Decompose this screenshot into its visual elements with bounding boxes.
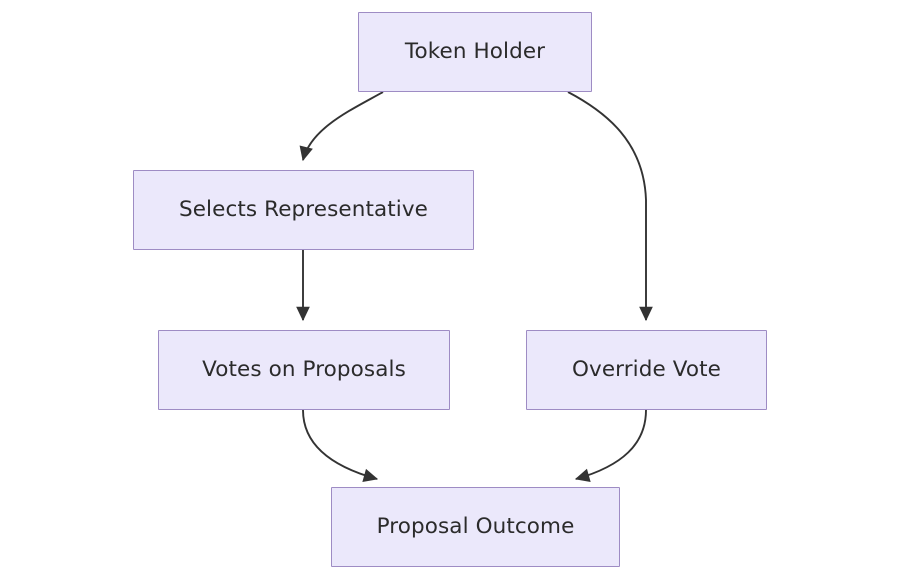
node-proposal-outcome-label: Proposal Outcome (376, 514, 575, 540)
edge-token-holder-to-override-vote (567, 91, 653, 322)
edge-votes-on-proposals-to-outcome (302, 409, 379, 483)
node-selects-representative[interactable]: Selects Representative (133, 170, 474, 250)
node-selects-representative-label: Selects Representative (178, 197, 429, 223)
node-votes-on-proposals-label: Votes on Proposals (202, 357, 406, 383)
node-token-holder-label: Token Holder (404, 39, 546, 65)
node-override-vote[interactable]: Override Vote (526, 330, 767, 410)
node-proposal-outcome[interactable]: Proposal Outcome (331, 487, 620, 567)
node-override-vote-label: Override Vote (571, 357, 721, 383)
node-token-holder[interactable]: Token Holder (358, 12, 592, 92)
edge-token-holder-to-selects-rep (299, 91, 384, 162)
edge-override-vote-to-outcome (574, 409, 647, 482)
node-votes-on-proposals[interactable]: Votes on Proposals (158, 330, 450, 410)
